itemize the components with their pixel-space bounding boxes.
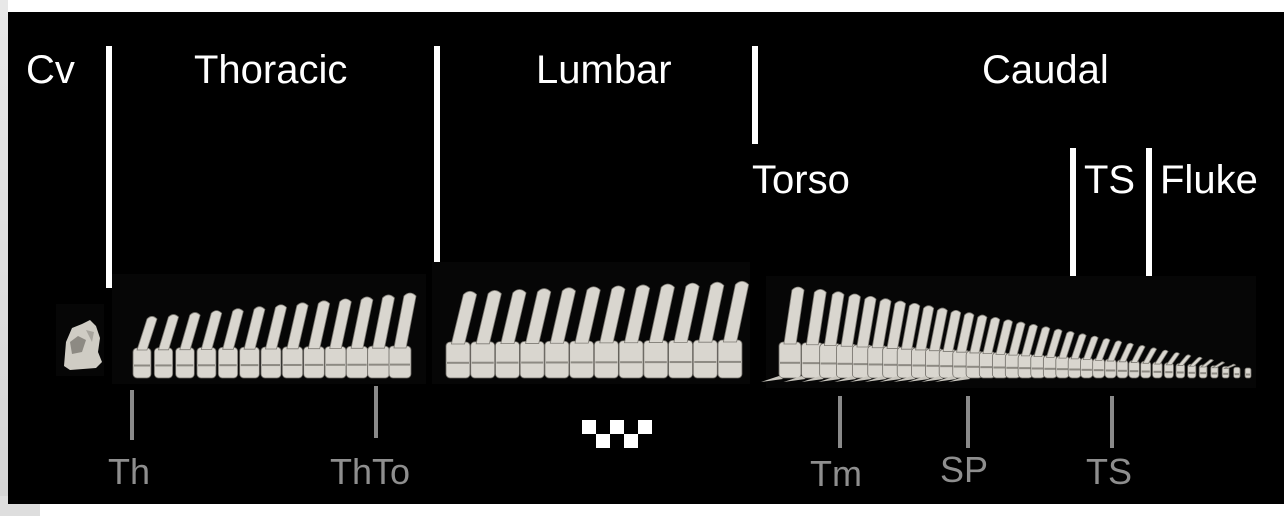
sp-label: SP <box>940 452 988 488</box>
ts-tick <box>1110 396 1114 448</box>
thoracic-lumbar-boundary <box>434 46 440 292</box>
tailstock-fluke-boundary <box>1146 148 1152 296</box>
cervical-label: Cv <box>26 50 75 90</box>
fluke-label: Fluke <box>1160 160 1258 200</box>
thoracic-label: Thoracic <box>194 50 347 90</box>
caudal-vertebra-1 <box>761 287 804 382</box>
ts-transition-label: TS <box>1086 454 1132 490</box>
cervical-thoracic-boundary <box>106 46 112 288</box>
scale-bar <box>582 420 652 448</box>
lumbar-vertebrae <box>432 262 750 384</box>
th-tick <box>130 390 134 440</box>
tm-tick <box>838 396 842 448</box>
torso-tailstock-boundary <box>1070 148 1076 296</box>
caudal-vertebra-35 <box>1234 367 1240 378</box>
thoracic-vertebra-2 <box>154 315 178 378</box>
tm-label: Tm <box>810 456 862 492</box>
cervical-vertebrae <box>60 312 104 372</box>
page-edge <box>0 0 8 516</box>
th-label: Th <box>108 454 150 490</box>
thto-tick <box>374 386 378 438</box>
sp-tick <box>966 396 970 448</box>
thoracic-vertebrae <box>112 274 426 384</box>
caudal-vertebrae <box>766 276 1256 388</box>
tailstock-label: TS <box>1084 160 1135 200</box>
thoracic-vertebra-3 <box>176 313 200 378</box>
lumbar-vertebra-12 <box>718 281 749 378</box>
torso-label: Torso <box>752 160 850 200</box>
thto-label: ThTo <box>330 454 410 490</box>
lumbar-label: Lumbar <box>536 50 672 90</box>
thoracic-vertebra-1 <box>133 316 157 378</box>
caudal-vertebra-36 <box>1245 368 1251 378</box>
figure-canvas: Cv Thoracic Lumbar Caudal Torso TS Fluke… <box>8 12 1284 504</box>
lumbar-caudal-boundary <box>752 46 758 144</box>
caudal-label: Caudal <box>982 50 1109 90</box>
